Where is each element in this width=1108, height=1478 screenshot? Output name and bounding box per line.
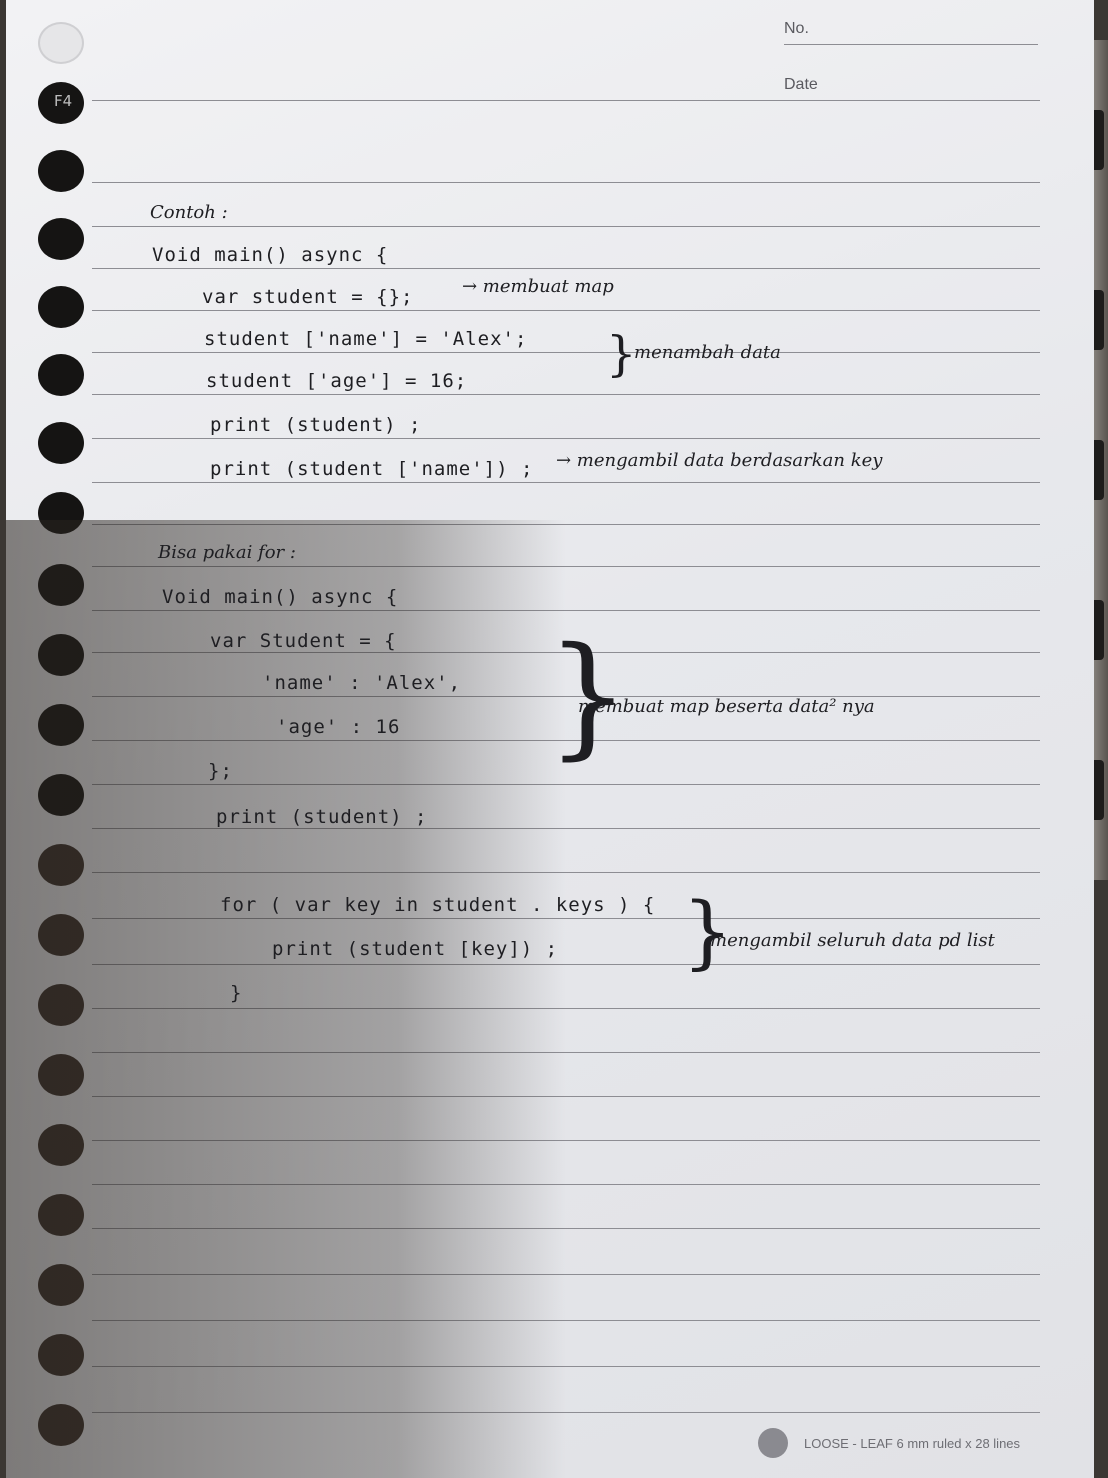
ruled-line (92, 918, 1040, 919)
code-line: print (student) ; (216, 806, 428, 828)
binder-hole (38, 286, 84, 328)
code-line: 'name' : 'Alex', (262, 672, 462, 694)
binder-hole (38, 1124, 84, 1166)
binder-hole (38, 1054, 84, 1096)
brand-logo-icon (758, 1428, 788, 1458)
ruled-line (92, 394, 1040, 395)
date-label: Date (784, 76, 818, 93)
binder-hole (38, 422, 84, 464)
code-line: print (student) ; (210, 414, 422, 436)
note-get-all-list: mengambil seluruh data pd list (710, 930, 995, 951)
binder-hole (38, 1404, 84, 1446)
note-get-by-key: → mengambil data berdasarkan key (556, 450, 883, 471)
binder-hole (38, 150, 84, 192)
binder-hole (38, 704, 84, 746)
binder-hole (38, 492, 84, 534)
ruled-line (92, 740, 1040, 741)
ruled-line (92, 1274, 1040, 1275)
code-line: Void main() async { (152, 244, 389, 266)
ruled-line (92, 964, 1040, 965)
binder-hole (38, 354, 84, 396)
binder-hole (38, 914, 84, 956)
binder-hole (38, 1264, 84, 1306)
code-line: student ['name'] = 'Alex'; (204, 328, 528, 350)
section2-heading: Bisa pakai for : (158, 542, 296, 563)
section1-heading: Contoh : (150, 202, 228, 223)
binder-hole (38, 1334, 84, 1376)
code-line: Void main() async { (162, 586, 399, 608)
code-line: } (230, 982, 243, 1004)
binder-hole (38, 844, 84, 886)
tab-label: F4 (54, 92, 73, 110)
note-add-data: menambah data (634, 342, 781, 363)
code-line: }; (208, 760, 233, 782)
binder-hole (38, 564, 84, 606)
ruled-line (92, 1140, 1040, 1141)
ruled-line (92, 352, 1040, 353)
code-line: var student = {}; (202, 286, 414, 308)
ruled-line (92, 1096, 1040, 1097)
binder-hole (38, 82, 84, 124)
ruled-line (92, 226, 1040, 227)
note-map-with-data: membuat map beserta data² nya (578, 696, 875, 717)
ruled-line (92, 610, 1040, 611)
note-make-map: → membuat map (462, 276, 614, 297)
binder-hole (38, 22, 84, 64)
ruled-line (92, 696, 1040, 697)
ruled-line (92, 524, 1040, 525)
code-line: print (student ['name']) ; (210, 458, 534, 480)
ruled-line (92, 100, 1040, 101)
ruled-line (92, 1008, 1040, 1009)
ruled-line (92, 1366, 1040, 1367)
ruled-line (92, 828, 1040, 829)
ruled-line (92, 1320, 1040, 1321)
brace: } (606, 326, 637, 382)
no-label: No. (784, 20, 809, 37)
ruled-line (92, 438, 1040, 439)
code-line: student ['age'] = 16; (206, 370, 468, 392)
binder-hole (38, 218, 84, 260)
ruled-line (92, 784, 1040, 785)
paper-spec: LOOSE - LEAF 6 mm ruled x 28 lines (804, 1436, 1021, 1451)
ruled-line (92, 566, 1040, 567)
binder-hole (38, 1194, 84, 1236)
ruled-line (92, 268, 1040, 269)
code-line: 'age' : 16 (276, 716, 401, 738)
binder-hole (38, 774, 84, 816)
code-line: for ( var key in student . keys ) { (220, 894, 656, 916)
binder-hole (38, 634, 84, 676)
code-line: print (student [key]) ; (272, 938, 559, 960)
brace: } (682, 885, 733, 978)
ruled-line (92, 1052, 1040, 1053)
no-line (784, 44, 1038, 45)
ruled-line (92, 1228, 1040, 1229)
ruled-line (92, 1412, 1040, 1413)
ruled-line (92, 482, 1040, 483)
binder-hole (38, 984, 84, 1026)
ruled-line (92, 1184, 1040, 1185)
ruled-line (92, 310, 1040, 311)
code-line: var Student = { (210, 630, 397, 652)
ruled-line (92, 652, 1040, 653)
brace: } (546, 619, 630, 773)
ruled-line (92, 872, 1040, 873)
ruled-line (92, 182, 1040, 183)
